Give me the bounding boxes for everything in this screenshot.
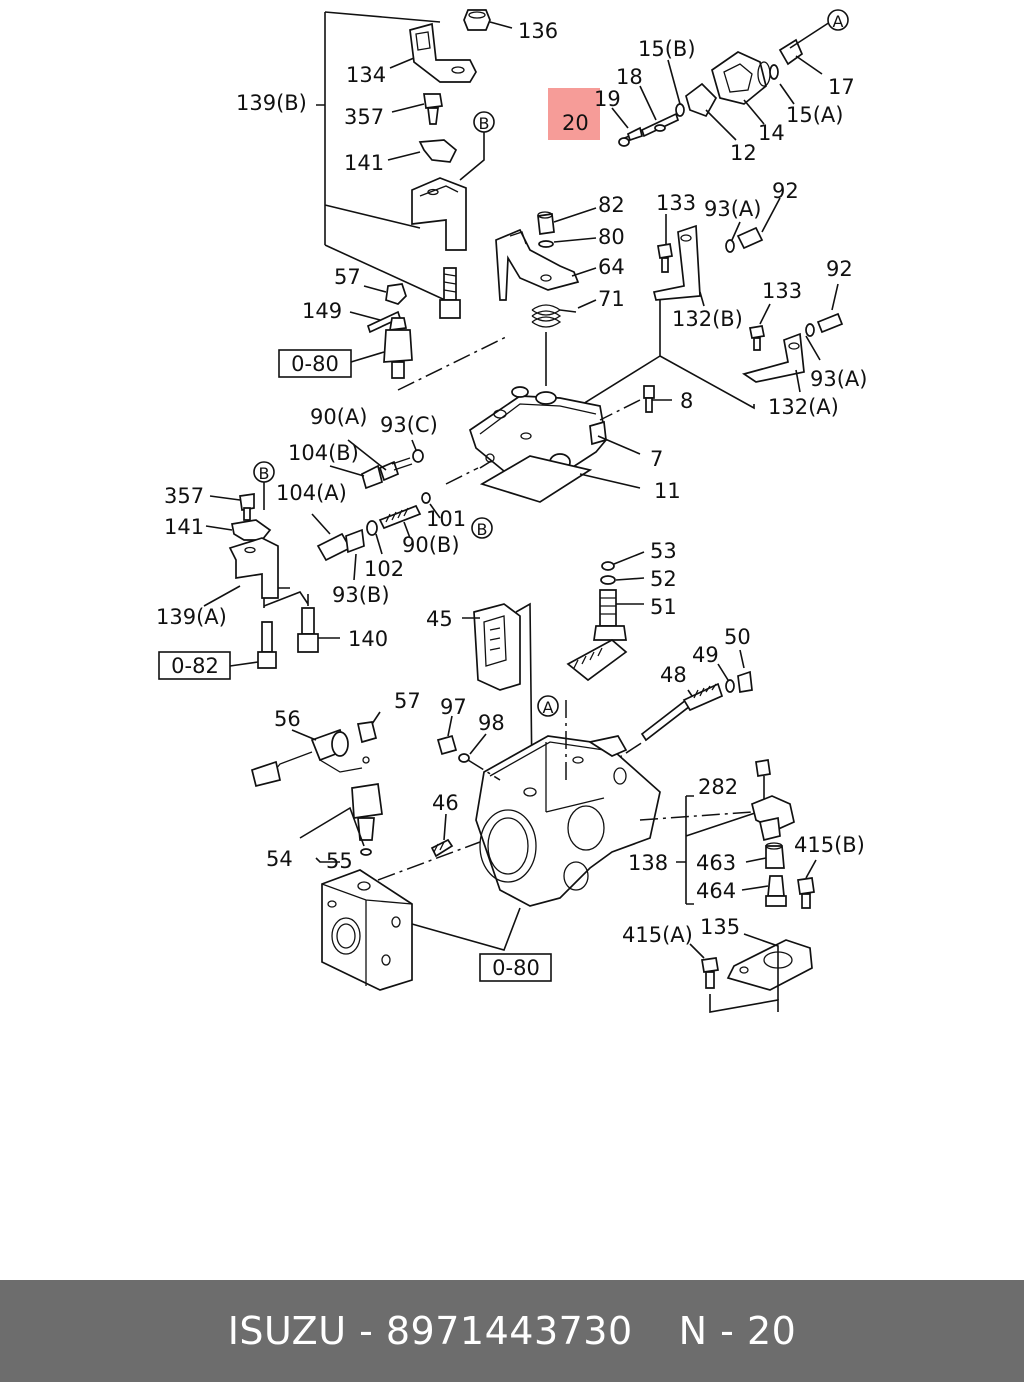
callout-415b: 415(B) <box>794 833 865 857</box>
bracket-139b-group <box>316 9 513 319</box>
stop-bracket-group <box>479 197 844 469</box>
ref-box-o80-bottom <box>479 953 552 982</box>
callout-135: 135 <box>700 915 740 939</box>
callout-48: 48 <box>660 663 687 687</box>
callout-52: 52 <box>650 567 677 591</box>
callout-8: 8 <box>680 389 693 413</box>
callout-18: 18 <box>616 65 643 89</box>
governor-housing-group <box>445 385 672 503</box>
callout-357-top: 357 <box>344 105 384 129</box>
ref-circle-b-left: B <box>253 461 275 483</box>
svg-text:B: B <box>479 114 490 133</box>
callout-46: 46 <box>432 791 459 815</box>
callout-134: 134 <box>346 63 386 87</box>
svg-text:B: B <box>477 520 488 539</box>
callout-57-lower: 57 <box>394 689 421 713</box>
shaft-group <box>462 602 753 783</box>
callout-92-lower: 92 <box>826 257 853 281</box>
callout-141-left: 141 <box>164 515 204 539</box>
callout-93b: 93(B) <box>332 583 390 607</box>
ref-box-o82 <box>158 651 231 680</box>
parts-diagram: A A B B B 0-80 0-82 0-80 136 134 139(B) … <box>156 9 867 1013</box>
callout-136: 136 <box>518 19 558 43</box>
callout-98: 98 <box>478 711 505 735</box>
ref-circle-a-top: A <box>827 9 849 31</box>
callout-102: 102 <box>364 557 404 581</box>
sensor-138-group <box>639 759 817 1013</box>
callout-463: 463 <box>696 851 736 875</box>
svg-text:A: A <box>833 12 844 31</box>
solenoid-group <box>566 551 645 682</box>
callout-93a-lower: 93(A) <box>810 367 867 391</box>
callout-92-top: 92 <box>772 179 799 203</box>
callout-141-top: 141 <box>344 151 384 175</box>
callout-19: 19 <box>594 87 621 111</box>
callout-90a: 90(A) <box>310 405 367 429</box>
ref-circle-b-top: B <box>473 111 495 133</box>
callout-15a: 15(A) <box>786 103 843 127</box>
callout-90b: 90(B) <box>402 533 460 557</box>
callout-140: 140 <box>348 627 388 651</box>
callout-104a: 104(A) <box>276 481 347 505</box>
callout-7: 7 <box>650 447 663 471</box>
callout-53: 53 <box>650 539 677 563</box>
callout-55: 55 <box>326 849 353 873</box>
callout-49: 49 <box>692 643 719 667</box>
front-cover-group <box>611 21 831 147</box>
callout-138: 138 <box>628 851 668 875</box>
callout-133-top: 133 <box>656 191 696 215</box>
sensor-upper-group <box>278 283 509 391</box>
callout-80: 80 <box>598 225 625 249</box>
footer-page-ref: N - 20 <box>678 1309 797 1353</box>
adjust-screw-group <box>311 439 441 581</box>
callout-132a: 132(A) <box>768 395 839 419</box>
ref-box-o80-top-label: 0-80 <box>291 352 339 376</box>
ref-circle-a-middle: A <box>537 695 559 717</box>
footer-brand-part-number: ISUZU - 8971443730 <box>227 1309 633 1353</box>
callout-464: 464 <box>696 879 736 903</box>
footer-bar: ISUZU - 8971443730 N - 20 <box>0 1280 1024 1382</box>
callout-104b: 104(B) <box>288 441 359 465</box>
ref-circle-b-gasket: B <box>471 517 493 539</box>
pump-housing <box>436 700 661 907</box>
callout-64: 64 <box>598 255 625 279</box>
callout-149: 149 <box>302 299 342 323</box>
callout-82: 82 <box>598 193 625 217</box>
part-20-highlight <box>548 88 600 140</box>
callout-139a: 139(A) <box>156 605 227 629</box>
svg-text:A: A <box>543 698 554 717</box>
callout-93a-top: 93(A) <box>704 197 761 221</box>
callout-415a: 415(A) <box>622 923 693 947</box>
callout-45: 45 <box>426 607 453 631</box>
ref-box-o80-top <box>278 349 352 378</box>
callout-54: 54 <box>266 847 293 871</box>
callout-14: 14 <box>758 121 785 145</box>
callout-50: 50 <box>724 625 751 649</box>
callout-132b: 132(B) <box>672 307 743 331</box>
callout-11: 11 <box>654 479 681 503</box>
callout-56: 56 <box>274 707 301 731</box>
callout-282: 282 <box>698 775 738 799</box>
flange-block <box>321 869 521 991</box>
callout-97: 97 <box>440 695 467 719</box>
callout-20: 20 <box>562 111 589 135</box>
callout-93c: 93(C) <box>380 413 438 437</box>
callout-357-left: 357 <box>164 484 204 508</box>
governor-lever-group <box>495 207 597 386</box>
svg-text:B: B <box>259 464 270 483</box>
callout-51: 51 <box>650 595 677 619</box>
callout-139b: 139(B) <box>236 91 307 115</box>
ref-box-o82-label: 0-82 <box>171 654 219 678</box>
ref-box-o80-bottom-label: 0-80 <box>492 956 540 980</box>
bracket-139a-group <box>158 482 340 680</box>
callout-12: 12 <box>730 141 757 165</box>
callout-133-lower: 133 <box>762 279 802 303</box>
callout-71: 71 <box>598 287 625 311</box>
sensor-lower-group <box>250 711 481 881</box>
callout-15b: 15(B) <box>638 37 696 61</box>
callout-17: 17 <box>828 75 855 99</box>
callout-57-top: 57 <box>334 265 361 289</box>
callout-101: 101 <box>426 507 466 531</box>
